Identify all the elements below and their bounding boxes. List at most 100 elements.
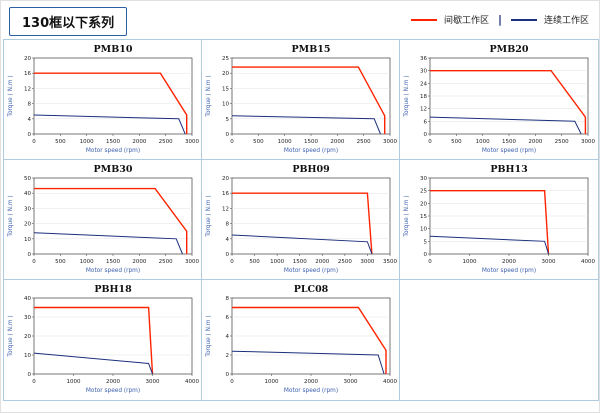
- svg-text:20: 20: [24, 334, 31, 340]
- svg-text:Torque ( N.m ): Torque ( N.m ): [404, 195, 410, 237]
- svg-text:500: 500: [55, 259, 66, 265]
- svg-text:20: 20: [420, 201, 427, 207]
- svg-text:4000: 4000: [185, 379, 199, 385]
- svg-text:Motor speed (rpm): Motor speed (rpm): [284, 148, 338, 154]
- legend-separator: |: [497, 13, 502, 26]
- svg-text:Torque ( N.m ): Torque ( N.m ): [8, 195, 14, 237]
- svg-text:Torque ( N.m ): Torque ( N.m ): [206, 195, 212, 237]
- svg-text:24: 24: [420, 81, 427, 87]
- svg-text:0: 0: [230, 379, 234, 385]
- svg-text:PMB30: PMB30: [94, 164, 133, 175]
- svg-text:Motor speed (rpm): Motor speed (rpm): [284, 268, 338, 274]
- svg-text:0: 0: [226, 252, 230, 258]
- svg-text:25: 25: [420, 189, 427, 195]
- svg-text:30: 30: [24, 206, 31, 212]
- svg-text:PMB15: PMB15: [292, 44, 331, 55]
- svg-text:8: 8: [226, 222, 230, 228]
- svg-text:1000: 1000: [463, 259, 477, 265]
- svg-text:Torque ( N.m ): Torque ( N.m ): [206, 75, 212, 117]
- svg-text:2000: 2000: [132, 139, 146, 145]
- legend-continuous-label: 连续工作区: [543, 16, 589, 26]
- svg-text:20: 20: [24, 222, 31, 228]
- svg-text:12: 12: [222, 206, 229, 212]
- svg-text:15: 15: [420, 214, 427, 220]
- svg-text:1000: 1000: [80, 139, 94, 145]
- svg-text:2000: 2000: [106, 379, 120, 385]
- svg-text:Torque ( N.m ): Torque ( N.m ): [404, 75, 410, 117]
- svg-text:2000: 2000: [304, 379, 318, 385]
- svg-text:30: 30: [420, 69, 427, 75]
- svg-text:36: 36: [420, 56, 427, 62]
- svg-text:Motor speed (rpm): Motor speed (rpm): [86, 148, 140, 154]
- svg-text:2500: 2500: [338, 259, 352, 265]
- svg-text:0: 0: [28, 372, 32, 378]
- svg-text:0: 0: [230, 139, 234, 145]
- svg-text:2500: 2500: [159, 259, 173, 265]
- svg-text:PMB10: PMB10: [94, 44, 133, 55]
- svg-text:40: 40: [24, 296, 31, 302]
- svg-text:3000: 3000: [185, 139, 199, 145]
- svg-text:2000: 2000: [502, 259, 516, 265]
- svg-text:10: 10: [24, 237, 31, 243]
- svg-text:10: 10: [24, 353, 31, 359]
- svg-text:4: 4: [28, 117, 32, 123]
- svg-text:40: 40: [24, 191, 31, 197]
- svg-text:Motor speed (rpm): Motor speed (rpm): [482, 268, 536, 274]
- svg-text:Torque ( N.m ): Torque ( N.m ): [8, 75, 14, 117]
- svg-text:3500: 3500: [383, 259, 397, 265]
- svg-text:4000: 4000: [383, 379, 397, 385]
- svg-text:1000: 1000: [278, 139, 292, 145]
- svg-text:0: 0: [226, 372, 230, 378]
- svg-text:12: 12: [24, 86, 31, 92]
- svg-text:2500: 2500: [357, 139, 371, 145]
- svg-text:10: 10: [222, 102, 229, 108]
- svg-text:5: 5: [424, 239, 428, 245]
- page-title: 130框以下系列: [9, 7, 128, 36]
- svg-text:20: 20: [222, 176, 229, 182]
- svg-text:0: 0: [230, 259, 234, 265]
- svg-text:3000: 3000: [360, 259, 374, 265]
- svg-text:10: 10: [420, 227, 427, 233]
- svg-text:0: 0: [28, 252, 32, 258]
- svg-text:500: 500: [55, 139, 66, 145]
- svg-text:Torque ( N.m ): Torque ( N.m ): [8, 315, 14, 357]
- svg-text:500: 500: [253, 139, 264, 145]
- svg-text:1500: 1500: [304, 139, 318, 145]
- svg-text:50: 50: [24, 176, 31, 182]
- svg-text:1500: 1500: [293, 259, 307, 265]
- svg-text:Motor speed (rpm): Motor speed (rpm): [86, 268, 140, 274]
- svg-text:2500: 2500: [555, 139, 569, 145]
- continuous-line-swatch: [510, 18, 537, 21]
- svg-text:4000: 4000: [581, 259, 595, 265]
- svg-text:3000: 3000: [344, 379, 358, 385]
- svg-text:1500: 1500: [106, 139, 120, 145]
- svg-text:PMB20: PMB20: [490, 44, 529, 55]
- svg-text:Motor speed (rpm): Motor speed (rpm): [284, 388, 338, 394]
- svg-text:Motor speed (rpm): Motor speed (rpm): [86, 388, 140, 394]
- svg-text:5: 5: [226, 117, 230, 123]
- svg-text:12: 12: [420, 107, 427, 113]
- page-header: 130框以下系列 间歇工作区 | 连续工作区: [1, 1, 599, 39]
- svg-text:6: 6: [226, 315, 230, 321]
- legend-intermittent-label: 间歇工作区: [443, 16, 489, 26]
- svg-text:1000: 1000: [476, 139, 490, 145]
- svg-text:0: 0: [32, 379, 36, 385]
- svg-text:18: 18: [420, 94, 427, 100]
- svg-text:1500: 1500: [106, 259, 120, 265]
- svg-text:PLC08: PLC08: [294, 284, 329, 295]
- svg-text:0: 0: [226, 132, 230, 138]
- svg-text:0: 0: [424, 252, 428, 258]
- svg-text:6: 6: [424, 119, 428, 125]
